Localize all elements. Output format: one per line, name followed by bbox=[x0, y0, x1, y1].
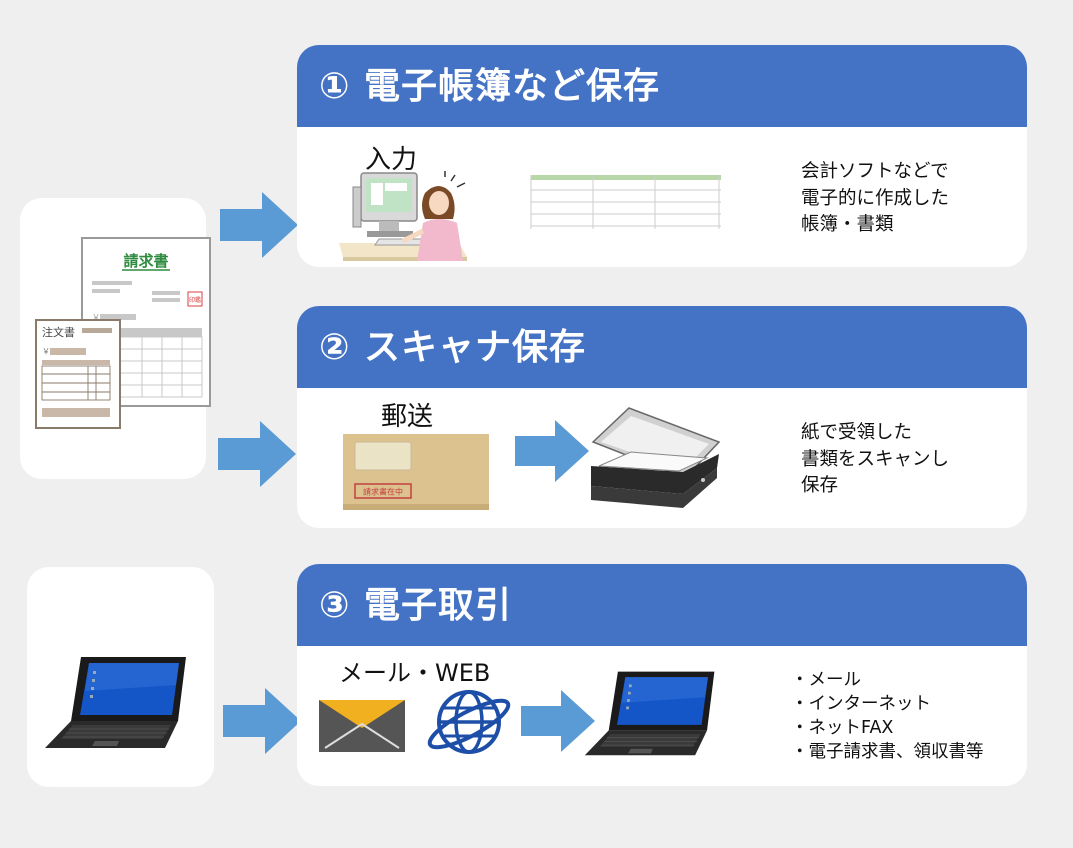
arrow-icon bbox=[521, 690, 595, 752]
section-title: ② スキャナ保存 bbox=[319, 327, 587, 368]
invoice-stamp bbox=[187, 291, 203, 307]
description-line: ・メール bbox=[791, 670, 861, 690]
section-title: ③ 電子取引 bbox=[319, 585, 513, 626]
svg-text:￥: ￥ bbox=[92, 313, 100, 322]
arrow-icon bbox=[218, 421, 296, 487]
arrow-icon bbox=[220, 192, 298, 258]
description-line: ・ネットFAX bbox=[791, 718, 894, 738]
envelope-stamp bbox=[354, 483, 412, 499]
description-line: 帳簿・書類 bbox=[801, 214, 894, 235]
order-title: 注文書 bbox=[42, 325, 75, 339]
svg-text:印鑑: 印鑑 bbox=[189, 296, 201, 304]
section-description: 紙で受領した 書類をスキャンし 保存 bbox=[801, 420, 949, 500]
mail-label: 郵送 bbox=[381, 402, 434, 432]
section-description: ・メール ・インターネット ・ネットFAX ・電子請求書、領収書等 bbox=[791, 668, 984, 764]
arrow-icon bbox=[515, 420, 589, 482]
svg-text:請求書在中: 請求書在中 bbox=[363, 487, 403, 497]
mail-icon bbox=[319, 700, 405, 752]
svg-text:￥: ￥ bbox=[42, 347, 50, 356]
section-header: ③ 電子取引 bbox=[297, 564, 1027, 646]
laptop-icon bbox=[45, 657, 186, 748]
section-electronic-books: ① 電子帳簿など保存 入力 会計ソフトなどで 電子的に作成した 帳簿・書類 bbox=[297, 45, 1027, 267]
flatbed-scanner-icon bbox=[591, 407, 721, 508]
envelope-icon: 請求書在中 bbox=[343, 434, 489, 510]
section-scanner-storage: ② スキャナ保存 郵送 請求書在中 紙で受領した 書類をスキャンし 保存 bbox=[297, 306, 1027, 528]
description-line: 紙で受領した bbox=[801, 422, 913, 443]
section-electronic-transactions: ③ 電子取引 メール・WEB ・メール ・インターネット bbox=[297, 564, 1027, 786]
section-description: 会計ソフトなどで 電子的に作成した 帳簿・書類 bbox=[801, 159, 949, 239]
globe-icon bbox=[427, 690, 511, 754]
laptop-icon bbox=[584, 671, 715, 756]
section-header: ① 電子帳簿など保存 bbox=[297, 45, 1027, 127]
description-line: 会計ソフトなどで bbox=[801, 161, 949, 182]
mail-web-label: メール・WEB bbox=[339, 659, 491, 687]
woman-at-computer-icon bbox=[339, 171, 467, 261]
description-line: 電子的に作成した bbox=[801, 187, 950, 209]
arrow-icon bbox=[223, 688, 301, 754]
input-label: 入力 bbox=[365, 145, 418, 175]
paper-documents-icon: 請求書 印鑑 ￥ 注文書 ￥ bbox=[35, 237, 211, 429]
laptop-card bbox=[27, 567, 214, 787]
description-line: ・電子請求書、領収書等 bbox=[791, 742, 984, 762]
invoice-title: 請求書 bbox=[123, 252, 168, 270]
section-header: ② スキャナ保存 bbox=[297, 306, 1027, 388]
spreadsheet-icon bbox=[530, 175, 721, 229]
envelope-window bbox=[354, 441, 412, 471]
description-line: 保存 bbox=[801, 475, 839, 496]
section-title: ① 電子帳簿など保存 bbox=[319, 66, 661, 107]
description-line: ・インターネット bbox=[791, 694, 931, 714]
paper-documents-card: 請求書 印鑑 ￥ 注文書 ￥ bbox=[20, 198, 211, 479]
description-line: 書類をスキャンし bbox=[801, 448, 950, 470]
